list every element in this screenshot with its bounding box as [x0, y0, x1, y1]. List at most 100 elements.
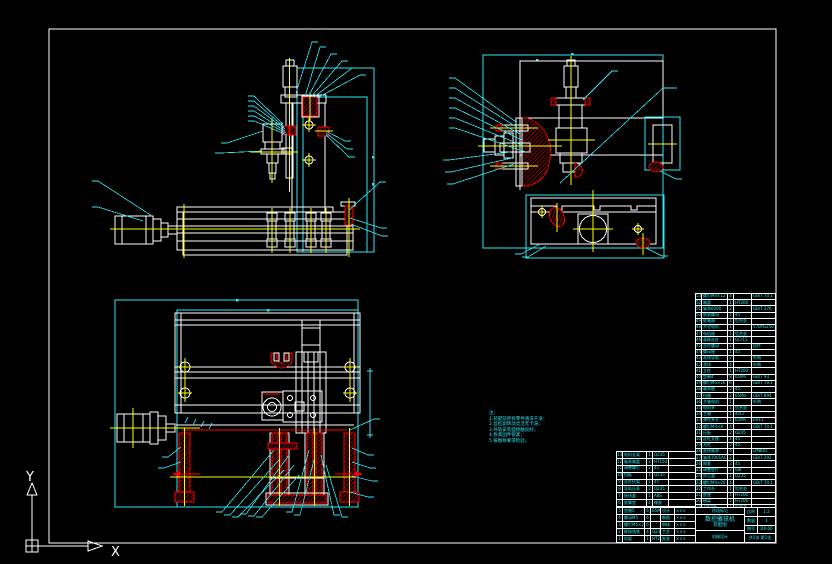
note-line: 3.导轨安装面接触良好；: [489, 427, 539, 433]
ucs-x-label: X: [111, 545, 120, 560]
bom-cell-no: 34: [696, 411, 702, 418]
bom-cell-material: Q235: [653, 472, 669, 479]
bom-row: 45 丝杠螺母 1 组件: [696, 343, 775, 350]
note-line: 注：: [489, 411, 498, 416]
scale-label: 比例: [745, 508, 758, 516]
bom-row: 34 主轴 1 40Cr: [696, 411, 775, 419]
title-block: 设计 ××× 制图 ××× 审核 ××× 工艺 ××× 批准 ×××: [660, 507, 776, 543]
bom-cell-remark: 57BYG250: [753, 325, 774, 330]
bom-cell-no: 26: [696, 461, 702, 467]
title-block-role-row: 审核 ×××: [661, 522, 695, 529]
bom-cell-qty: 4: [728, 449, 734, 455]
bom-cell-material: [651, 522, 660, 528]
bom-cell-material: [734, 325, 752, 331]
bom-cell-qty: 1: [647, 479, 653, 486]
ucs-icon: Y X: [25, 470, 120, 560]
bom-cell-qty: 2: [647, 486, 653, 493]
bom-cell-name: 防尘盖: [702, 473, 728, 480]
bom-cell-no: 4: [617, 515, 623, 521]
bom-cell-no: 9: [617, 479, 623, 486]
bom-cell-qty: 4: [647, 500, 653, 506]
bom-cell-qty: 1: [645, 536, 651, 542]
dwgno-label: 图号: [745, 525, 758, 534]
drawing-frame: [48, 28, 777, 544]
bom-cell-qty: 1: [728, 349, 734, 356]
bom-cell-material: 铝合金: [734, 318, 752, 325]
side-view-drawing: [443, 53, 682, 259]
bom-row: 12 轴承端盖 2 HT150: [617, 458, 695, 466]
bom-row: 37 挡圈 2 65Mn GB/T 894: [696, 393, 775, 400]
bom-row: 41 立柱 1 HT200: [696, 368, 775, 375]
bom-cell-name: 螺钉M5×20: [624, 522, 645, 528]
bom-cell-remark: GB/T 70.1: [753, 294, 773, 299]
bom-cell-material: [734, 356, 752, 362]
bom-cell-name: 垫圈5: [623, 508, 645, 514]
bom-row: 28 直线轴承 4 LM8UU: [696, 449, 775, 456]
bom-cell-no: 25: [696, 467, 702, 473]
bom-cell-no: 10: [617, 472, 623, 479]
bom-cell-material: 45: [653, 465, 669, 472]
bom-cell-name: 调整螺钉: [623, 465, 647, 472]
title-block-right: 比例 1:2 数量 1 图号 DX-00 共1张 第1张: [745, 508, 775, 542]
bom-cell-material: ABS: [653, 493, 669, 500]
bom-cell-material: [734, 399, 752, 405]
bom-row: 52 端盖 1 HT200: [696, 300, 775, 307]
technical-notes: 注： 1.装配前所有零件清洗干净； 2.丝杠副转动灵活无卡滞； 3.导轨安装面接…: [489, 411, 547, 444]
bom-cell-material: [734, 380, 752, 387]
bom-cell-name: 电机支架: [623, 452, 647, 458]
bom-cell-material: [651, 515, 660, 521]
bom-cell-no: 32: [696, 424, 702, 430]
bom-cell-remark: [669, 493, 695, 499]
bom-row: 27 轴承7001AC 2 GB/T 292: [696, 455, 775, 462]
bom-cell-qty: 2: [728, 442, 734, 449]
bom-cell-name: 螺母M5: [623, 515, 645, 521]
bom-cell-remark: [752, 430, 775, 435]
bom-cell-name: 弹性夹头: [702, 418, 728, 424]
bom-cell-no: 28: [696, 449, 702, 455]
bom-cell-remark: [752, 406, 775, 411]
bom-row: 10 挡板 1 Q235: [617, 472, 695, 480]
bom-table-left-a: 13 电机支架 1 Q235 12 轴承端盖 2 HT150 11 调整螺钉 2…: [616, 451, 696, 507]
bom-cell-material: Q235: [734, 473, 752, 480]
bom-cell-no: 43: [696, 356, 702, 362]
bom-cell-remark: [752, 337, 775, 342]
bom-table-left-b: 5 垫圈5 6 65Mn 4 螺母M5 6 3 螺钉M5×20 6 2 联接角铁…: [616, 507, 661, 543]
bom-cell-remark: [752, 493, 775, 498]
bom-cell-no: 50: [696, 312, 702, 318]
bom-cell-remark: [669, 500, 695, 506]
bom-cell-name: 螺母座: [702, 349, 728, 356]
bom-cell-name: 螺钉M4×20: [702, 480, 728, 486]
bom-row: 21 底座 1 HT200: [696, 492, 775, 499]
bom-row: 4 螺母M5 6: [617, 515, 660, 522]
bom-row: 23 螺钉M4×20 4 GB/T 70.1: [696, 480, 775, 487]
bom-cell-name: 挡圈: [702, 393, 728, 399]
bom-cell-qty: 1: [728, 318, 734, 325]
bom-row: 48 步进电机 1 57BYG250: [696, 325, 775, 332]
bom-cell-name: 丝杠支座: [702, 436, 728, 442]
bom-cell-no: 21: [696, 492, 702, 498]
bom-cell-name: 轴承6000: [702, 306, 728, 312]
bom-cell-qty: 4: [728, 424, 734, 430]
bom-cell-remark: [752, 461, 775, 466]
bom-cell-qty: 1: [728, 473, 734, 480]
bom-cell-no: 27: [696, 455, 702, 461]
bom-cell-no: 49: [696, 318, 702, 325]
bom-cell-no: 39: [696, 380, 702, 387]
bom-cell-no: 1: [617, 536, 623, 542]
bom-cell-material: HT200: [734, 498, 752, 504]
role-label: 设计: [661, 508, 675, 514]
bom-row: 36 主轴电机 1 外购: [696, 399, 775, 406]
bom-cell-name: 工作台: [702, 486, 728, 492]
role-value: ×××: [676, 515, 687, 520]
bom-cell-name: 光杠: [702, 442, 728, 449]
bom-row: 30 丝杠支座 1 45: [696, 436, 775, 443]
bom-cell-remark: 外购: [753, 356, 761, 361]
bom-cell-remark: GB/T 276: [753, 306, 772, 311]
bom-cell-material: Q235: [653, 452, 669, 458]
bom-cell-no: 7: [617, 493, 623, 500]
bom-cell-no: 42: [696, 362, 702, 368]
bom-cell-material: 65Mn: [734, 418, 752, 424]
bom-cell-remark: [669, 459, 695, 465]
bom-cell-no: 45: [696, 343, 702, 349]
